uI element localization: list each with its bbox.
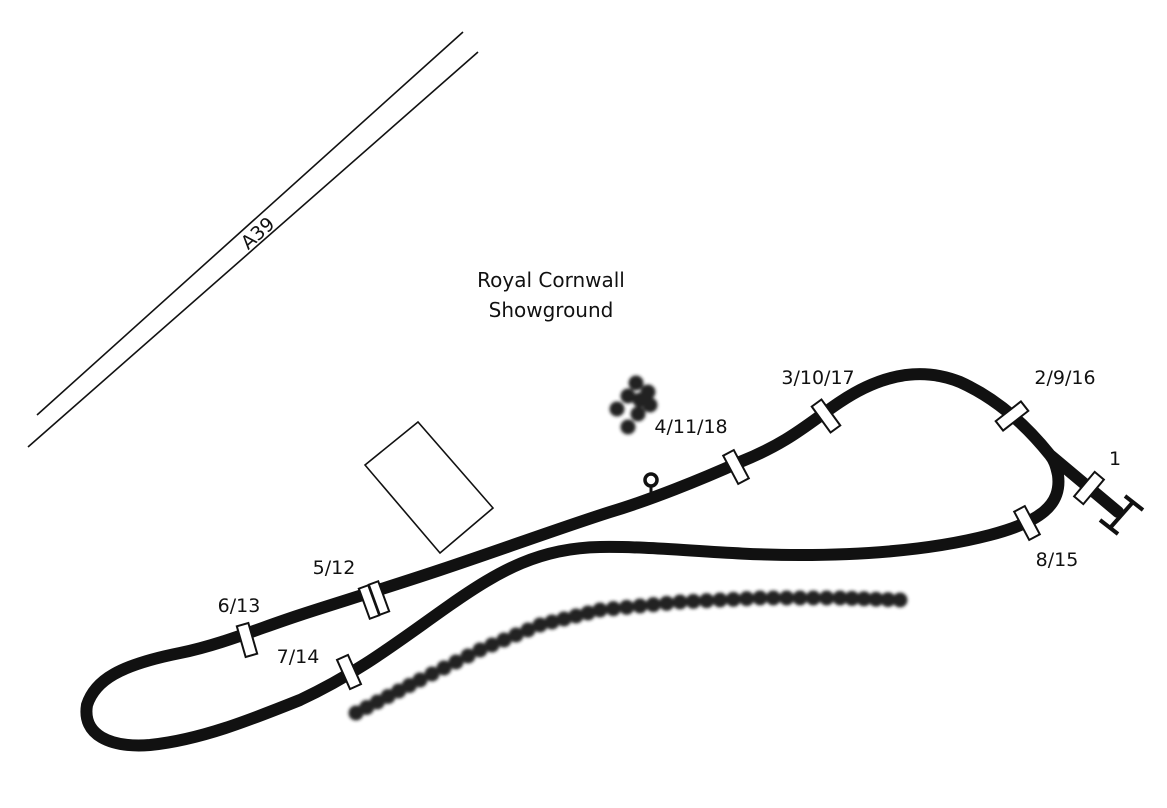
tree-icon: [448, 654, 464, 670]
tree-lines: [348, 375, 908, 721]
tree-icon: [630, 406, 646, 422]
marker-label-2-9-16: 2/9/16: [1034, 367, 1095, 389]
marker-5-12b: [367, 579, 391, 617]
road-edge: [27, 51, 479, 448]
tree-icon: [844, 590, 860, 606]
tree-icon: [619, 599, 635, 615]
tree-icon: [580, 605, 596, 621]
road-label: A39: [237, 213, 279, 254]
tree-icon: [712, 592, 728, 608]
tree-icon: [412, 672, 428, 688]
tree-icon: [520, 622, 536, 638]
marker-3-10-17: [810, 398, 842, 434]
start-pin-icon: [643, 472, 659, 500]
marker-label-7-14: 7/14: [277, 646, 320, 668]
finish-bar-icon: [1098, 494, 1145, 536]
tree-icon: [685, 593, 701, 609]
venue-label-line2: Showground: [489, 298, 614, 322]
tree-icon: [484, 637, 500, 653]
tree-icon: [642, 397, 658, 413]
marker-label-1: 1: [1109, 448, 1121, 470]
marker-8-15: [1012, 504, 1042, 542]
tree-icon: [592, 602, 608, 618]
tree-icon: [752, 590, 768, 606]
tree-icon: [508, 627, 524, 643]
marker-label-4-11-18: 4/11/18: [654, 416, 727, 438]
marker-label-3-10-17: 3/10/17: [781, 367, 854, 389]
tree-icon: [472, 642, 488, 658]
tree-icon: [568, 608, 584, 624]
tree-icon: [628, 375, 644, 391]
course-track: [80, 368, 1124, 752]
tree-icon: [532, 617, 548, 633]
road-a39: A39: [27, 31, 479, 448]
tree-icon: [892, 592, 908, 608]
tree-icon: [544, 614, 560, 630]
venue-label-line1: Royal Cornwall: [477, 268, 625, 292]
tree-icon: [856, 591, 872, 607]
marker-label-8-15: 8/15: [1036, 549, 1079, 571]
tree-icon: [868, 591, 884, 607]
tree-icon: [880, 592, 896, 608]
tree-icon: [620, 419, 636, 435]
tree-icon: [424, 666, 440, 682]
tree-icon: [659, 595, 675, 611]
tree-icon: [436, 660, 452, 676]
marker-7-14: [335, 653, 363, 691]
building: [363, 420, 495, 555]
tree-icon: [460, 648, 476, 664]
tree-icon: [632, 598, 648, 614]
tree-icon: [609, 401, 625, 417]
marker-label-6-13: 6/13: [218, 595, 261, 617]
tree-icon: [779, 590, 795, 606]
marker-6-13: [235, 621, 259, 659]
road-edge: [36, 31, 464, 416]
tree-icon: [765, 590, 781, 606]
tree-icon: [620, 388, 636, 404]
marker-2-9-16: [994, 400, 1030, 432]
tree-icon: [819, 590, 835, 606]
marker-4-11-18: [721, 448, 751, 486]
tree-icon: [792, 590, 808, 606]
tree-icon: [739, 591, 755, 607]
marker-1: [1072, 470, 1106, 506]
tree-icon: [605, 601, 621, 617]
tree-icon: [805, 590, 821, 606]
tree-icon: [699, 593, 715, 609]
tree-icon: [645, 597, 661, 613]
tree-icon: [725, 591, 741, 607]
tree-icon: [672, 594, 688, 610]
tree-icon: [496, 632, 512, 648]
tree-icon: [556, 611, 572, 627]
tree-icon: [832, 590, 848, 606]
marker-label-5-12: 5/12: [313, 557, 356, 579]
